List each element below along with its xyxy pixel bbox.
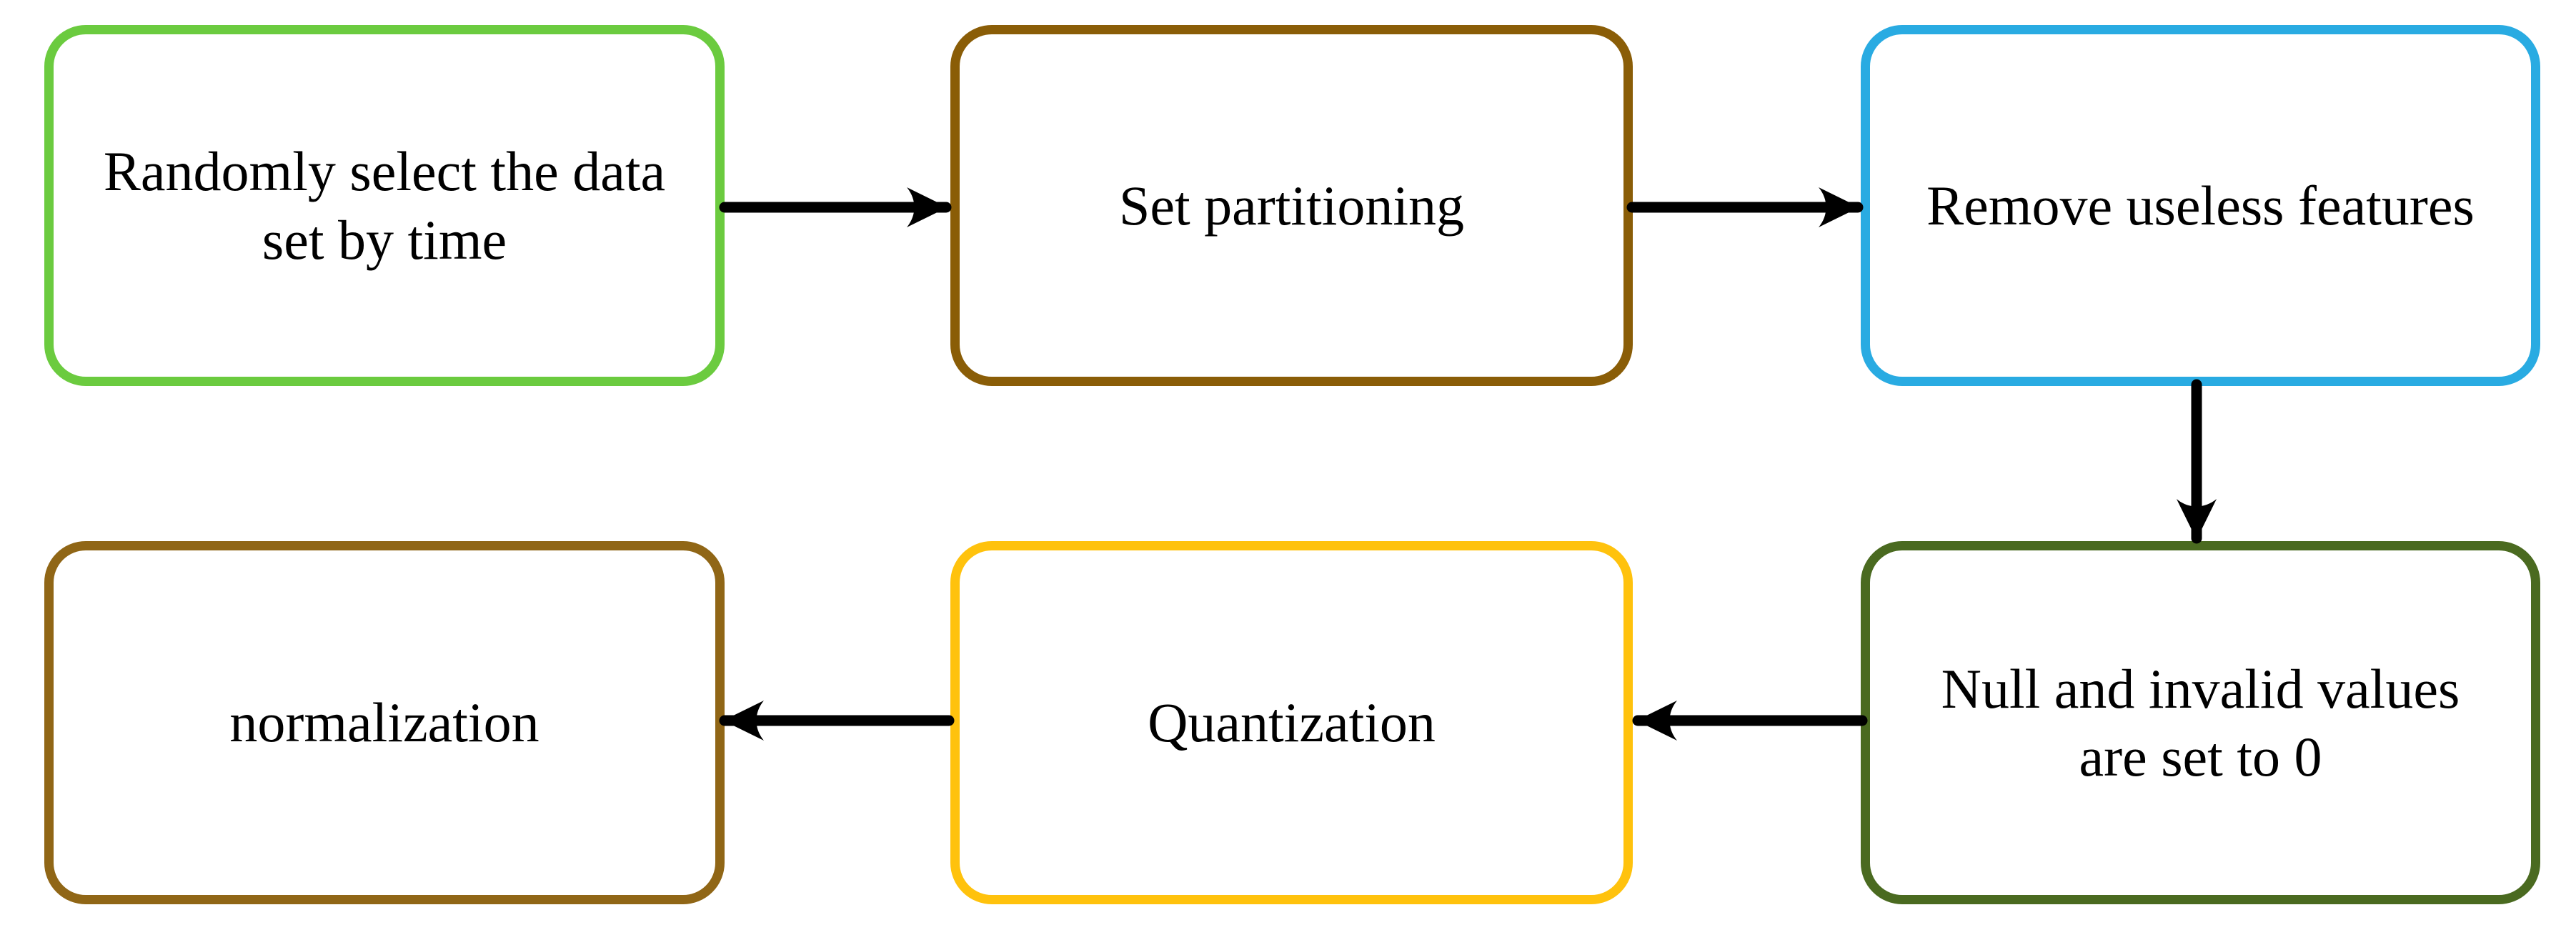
flow-box-label-line: Randomly select the data [103, 140, 666, 203]
flow-box-label-line: Null and invalid values [1941, 657, 2460, 720]
flow-box-quantization: Quantization [950, 541, 1633, 904]
flow-box-set-partitioning: Set partitioning [950, 25, 1633, 386]
flow-box-normalization: normalization [44, 541, 725, 904]
flow-box-remove-useless-features: Remove useless features [1861, 25, 2540, 386]
flow-box-label-line: set by time [262, 208, 507, 271]
flow-box-label-line: are set to 0 [2079, 726, 2322, 788]
flow-box-label-line: Set partitioning [1118, 174, 1465, 237]
flow-box-null-invalid-set-zero: Null and invalid values are set to 0 [1861, 541, 2540, 904]
flow-box-label-line: normalization [229, 691, 539, 754]
flow-box-label-line: Remove useless features [1926, 174, 2475, 237]
flow-box-randomly-select-data: Randomly select the data set by time [44, 25, 725, 386]
flow-box-label-line: Quantization [1148, 691, 1436, 754]
